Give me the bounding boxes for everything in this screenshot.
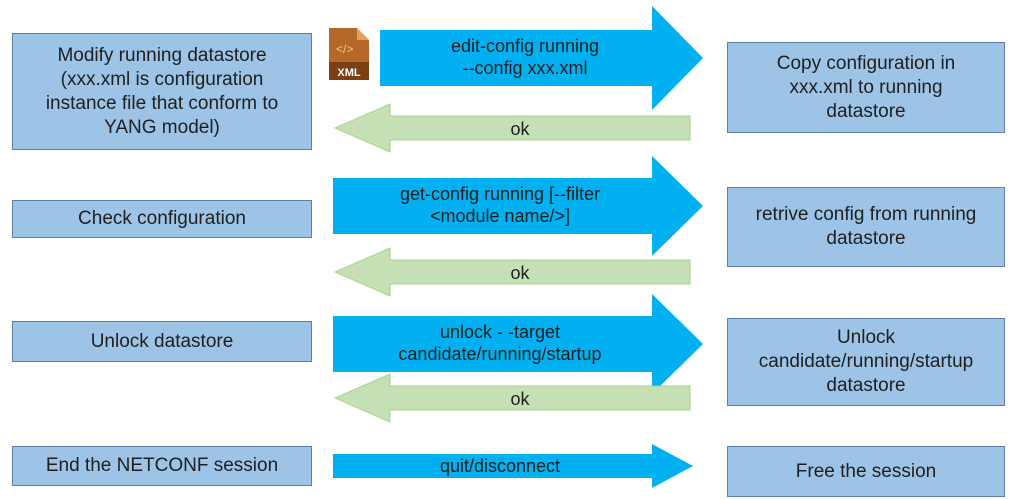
request-arrow-edit-config (380, 6, 703, 110)
right-box-retrieve-config: retrive config from running datastore (727, 187, 1005, 267)
request-arrow-quit (333, 444, 693, 488)
left-box-unlock-datastore: Unlock datastore (12, 321, 312, 362)
response-label-ok-2: ok (510, 263, 530, 283)
left-box-modify-running: Modify running datastore (xxx.xml is con… (12, 33, 312, 150)
request-arrow-unlock (333, 294, 703, 394)
request-label-edit-config: edit-config running --config xxx.xml (450, 36, 600, 78)
request-arrow-get-config (333, 156, 703, 256)
response-label-ok-1: ok (510, 119, 530, 139)
left-box-check-configuration: Check configuration (12, 200, 312, 238)
request-label-quit: quit/disconnect (439, 456, 561, 476)
request-label-unlock: unlock - -target candidate/running/start… (398, 322, 602, 364)
response-arrow-ok-3 (333, 373, 691, 423)
right-box-copy-configuration: Copy configuration in xxx.xml to running… (727, 42, 1005, 133)
response-arrow-ok-2 (333, 247, 691, 297)
right-box-free-session: Free the session (727, 446, 1005, 497)
response-label-ok-3: ok (510, 389, 530, 409)
xml-file-icon: </> XML (329, 28, 369, 80)
svg-text:</>: </> (336, 42, 353, 56)
left-box-end-session: End the NETCONF session (12, 446, 312, 486)
request-label-get-config: get-config running [--filter <module nam… (399, 184, 601, 226)
svg-text:XML: XML (337, 67, 361, 79)
response-arrow-ok-1 (333, 103, 691, 153)
right-box-unlock-datastores: Unlock candidate/running/startup datasto… (727, 318, 1005, 406)
